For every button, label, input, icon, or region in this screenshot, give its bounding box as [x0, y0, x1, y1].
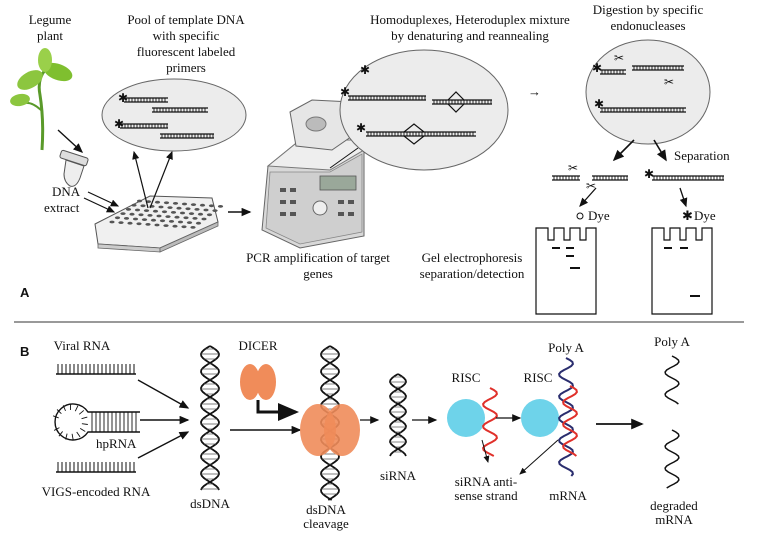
dsdna-label: dsDNA — [190, 496, 230, 511]
antisense-label-line1: siRNA anti- — [455, 474, 517, 489]
risc-complex-1 — [447, 399, 485, 437]
svg-text:✱: ✱ — [594, 97, 604, 111]
template-pool-ellipse — [101, 78, 247, 152]
svg-text:✱: ✱ — [356, 121, 366, 135]
panel-a-label: A — [20, 285, 30, 300]
heteroduplex-ellipse — [339, 49, 509, 171]
tube-icon — [59, 149, 89, 187]
svg-text:✱: ✱ — [592, 61, 602, 75]
gel-2 — [651, 227, 713, 315]
dye-label-1: Dye — [588, 208, 610, 223]
dye-open-icon — [576, 212, 584, 220]
legume-plant-icon — [10, 48, 73, 151]
pool-label-line4: primers — [166, 60, 206, 75]
cut-fragments: ✂ ✂ ✱ — [552, 161, 724, 193]
svg-text:✂: ✂ — [614, 51, 624, 65]
svg-text:✱: ✱ — [114, 117, 124, 131]
polya-label-1: Poly A — [548, 340, 584, 355]
risc-label-1: RISC — [452, 370, 481, 385]
degraded-label-line2: mRNA — [655, 512, 693, 527]
mrna-label: mRNA — [549, 488, 587, 503]
pcr-machine-icon — [261, 99, 365, 249]
legume-label-line2: plant — [37, 28, 63, 43]
polya-label-2: Poly A — [654, 334, 690, 349]
gel-1 — [535, 227, 597, 315]
sirna-label: siRNA — [380, 468, 417, 483]
risc-label-2: RISC — [524, 370, 553, 385]
degraded-mrna-top — [664, 355, 680, 405]
hprna-hairpin — [52, 403, 140, 441]
cleavage-label-line2: cleavage — [303, 516, 349, 531]
pool-label-line2: with specific — [153, 28, 220, 43]
separation-label: Separation — [674, 148, 730, 163]
sirna-helix — [389, 373, 407, 457]
dicer-enzyme — [240, 364, 276, 400]
arrow-to-digestion-glyph: → — [528, 84, 541, 99]
svg-text:✱: ✱ — [118, 91, 128, 105]
dna-label-line1: DNA — [52, 184, 81, 199]
svg-text:✂: ✂ — [568, 161, 578, 175]
dicer-arrow — [256, 400, 299, 421]
heteroduplex-strands: ✱ ✱ ✱ — [340, 63, 492, 145]
dna-label-line2: extract — [44, 200, 80, 215]
pool-label-line1: Pool of template DNA — [127, 12, 245, 27]
dicer-label: DICER — [239, 338, 278, 353]
vigs-label: VIGS-encoded RNA — [42, 484, 151, 499]
sirna-antisense-strand — [482, 387, 498, 457]
svg-text:✱: ✱ — [360, 63, 370, 77]
svg-text:✱: ✱ — [340, 85, 350, 99]
pcr-label-line1: PCR amplification of target — [246, 250, 390, 265]
cleavage-label-line1: dsDNA — [306, 502, 346, 517]
gel-label-line2: separation/detection — [420, 266, 525, 281]
dicer-on-dna — [300, 404, 360, 456]
hprna-label: hpRNA — [96, 436, 137, 451]
mrna-strand — [558, 357, 574, 477]
degraded-label-line1: degraded — [650, 498, 698, 513]
dye-label-2: Dye — [694, 208, 716, 223]
dsdna-helix — [200, 345, 220, 491]
gel-label-line1: Gel electrophoresis — [422, 250, 523, 265]
pcr-label-line2: genes — [303, 266, 333, 281]
svg-text:✂: ✂ — [664, 75, 674, 89]
digestion-label-line1: Digestion by specific — [593, 2, 704, 17]
homoduplex-label-line2: by denaturing and reannealing — [391, 28, 549, 43]
panel-b-label: B — [20, 344, 29, 359]
well-plate-icon — [94, 195, 224, 253]
bound-sirna-strand — [562, 385, 578, 457]
pool-dna-strands: ✱✱ — [114, 91, 214, 139]
pool-label-line3: fluorescent labeled — [137, 44, 236, 59]
viral-rna-label: Viral RNA — [54, 338, 111, 353]
svg-text:✱: ✱ — [644, 167, 654, 181]
digestion-ellipse — [585, 39, 711, 145]
homoduplex-label-line1: Homoduplexes, Heteroduplex mixture — [370, 12, 570, 27]
vigs-rna-comb — [56, 462, 136, 473]
legume-label-line1: Legume — [29, 12, 72, 27]
antisense-label-line2: sense strand — [454, 488, 518, 503]
risc-complex-2 — [521, 399, 559, 437]
viral-rna-comb — [56, 364, 136, 375]
svg-text:✂: ✂ — [586, 179, 596, 193]
digestion-label-line2: endonucleases — [610, 18, 685, 33]
digestion-strands: ✱ ✂ ✂ ✱ — [592, 51, 686, 113]
degraded-mrna-bottom — [664, 429, 680, 489]
dye-star-icon: ✱ — [682, 208, 693, 223]
